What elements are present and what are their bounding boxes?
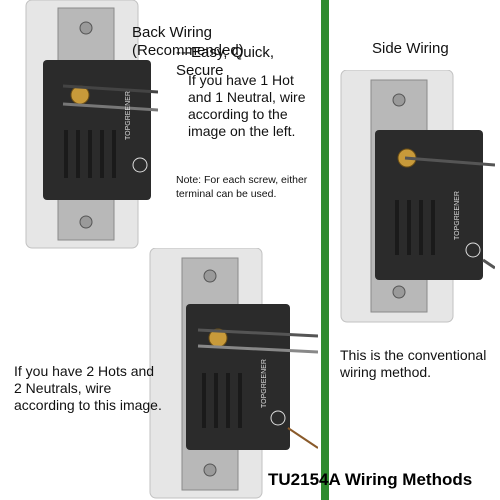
brand-label: TOPGREENER xyxy=(454,191,461,240)
mount-screw-top-icon xyxy=(392,93,406,107)
conventional-caption: This is the conventional wiring method. xyxy=(340,347,487,380)
dimmer-module xyxy=(43,60,151,200)
dual-hot-instruction: If you have 2 Hots and 2 Neutrals, wire … xyxy=(14,363,162,413)
green-divider xyxy=(321,0,329,500)
single-hot-instruction: If you have 1 Hot and 1 Neutral, wire ac… xyxy=(188,72,306,140)
brand-label: TOPGREENER xyxy=(261,359,268,408)
wire-icon xyxy=(62,102,158,112)
wire-icon xyxy=(287,427,318,449)
mount-screw-bottom-icon xyxy=(203,463,217,477)
wire-icon xyxy=(62,84,158,94)
mount-screw-bottom-icon xyxy=(392,285,406,299)
terminal-note: Note: For each screw, either terminal ca… xyxy=(176,174,308,200)
footer-title: TU2154A Wiring Methods xyxy=(268,470,473,489)
mount-screw-top-icon xyxy=(203,269,217,283)
ul-mark-icon xyxy=(270,410,286,426)
ul-mark-icon xyxy=(132,157,148,173)
wire-icon xyxy=(404,156,495,167)
device-side-wiring: TOPGREENER xyxy=(335,70,495,325)
back-wiring-title: Back Wiring (Recommended) xyxy=(132,24,244,59)
mount-screw-bottom-icon xyxy=(79,215,93,229)
wire-icon xyxy=(197,328,318,338)
brand-label: TOPGREENER xyxy=(125,91,132,140)
back-wiring-subtitle: ---Easy, Quick, Secure xyxy=(176,44,275,79)
device-dual-wiring: TOPGREENER xyxy=(148,248,318,500)
wire-icon xyxy=(482,258,495,270)
side-wiring-title: Side Wiring xyxy=(372,40,449,57)
ul-mark-icon xyxy=(465,242,481,258)
wire-icon xyxy=(197,344,318,354)
device-back-wiring: TOPGREENER xyxy=(18,0,158,250)
dimmer-module xyxy=(375,130,483,280)
mount-screw-top-icon xyxy=(79,21,93,35)
